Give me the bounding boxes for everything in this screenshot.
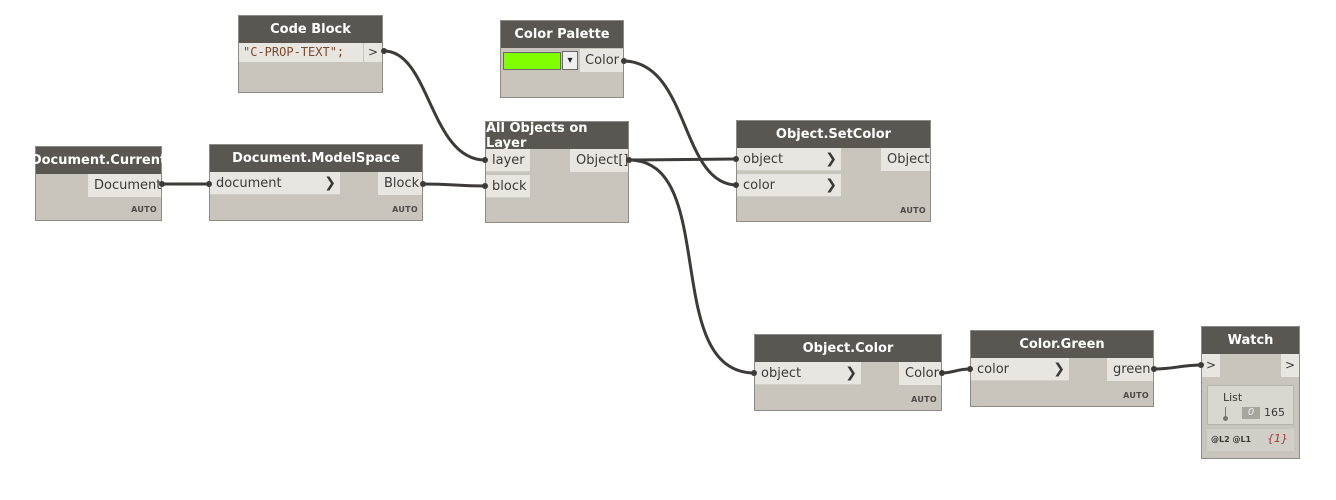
lacing-label: AUTO <box>911 395 937 404</box>
item-count: {1} <box>1267 432 1288 445</box>
input-port[interactable]: > <box>1202 354 1220 377</box>
port-dot[interactable] <box>206 181 212 187</box>
output-port[interactable]: Object <box>881 148 930 171</box>
port-dot[interactable] <box>482 183 488 189</box>
dropdown-glyph: ▾ <box>567 55 573 66</box>
output-port[interactable]: Document <box>88 174 161 197</box>
dropdown-arrow-icon[interactable]: ▾ <box>562 51 578 70</box>
list-index-badge: 0 <box>1242 407 1260 419</box>
node-title: All Objects on Layer <box>486 121 628 151</box>
output-label: green <box>1113 362 1151 377</box>
output-label: Color <box>585 53 619 68</box>
port-dot[interactable] <box>967 366 973 372</box>
output-label: Document <box>94 178 162 193</box>
input-port-color[interactable]: color ❯ <box>737 174 841 197</box>
output-port[interactable]: Color <box>580 49 623 72</box>
all-objects-on-layer-node[interactable]: All Objects on Layer layer block Object[… <box>485 121 629 223</box>
output-label: Object[] <box>576 153 629 168</box>
color-palette-node[interactable]: Color Palette ▾ Color <box>500 20 624 98</box>
wire-codeblock-to-layer <box>382 49 487 162</box>
chevron-right-icon: ❯ <box>825 177 837 193</box>
port-dot[interactable] <box>159 181 165 187</box>
chevron-right-icon: ❯ <box>825 151 837 167</box>
tree-node-dot <box>1223 416 1228 421</box>
input-label: object <box>761 366 802 381</box>
wire-objects-to-objectcolor <box>627 158 757 375</box>
lacing-label: AUTO <box>392 205 418 214</box>
color-swatch[interactable] <box>503 52 561 70</box>
list-levels[interactable]: @L2 @L1 <box>1211 435 1252 444</box>
input-port-object[interactable]: object ❯ <box>737 148 841 171</box>
lacing-label: AUTO <box>131 205 157 214</box>
document-current-node[interactable]: Document.Current Document AUTO <box>31 146 166 221</box>
color-green-node[interactable]: Color.Green color ❯ green AUTO <box>970 330 1154 407</box>
output-port-glyph: > <box>367 45 379 59</box>
port-dot[interactable] <box>751 370 757 376</box>
port-dot[interactable] <box>621 58 627 64</box>
output-label: Block <box>384 176 420 191</box>
node-title: Watch <box>1202 327 1299 354</box>
list-label: List <box>1223 391 1243 404</box>
chevron-right-icon: ❯ <box>845 365 857 381</box>
output-port-glyph: > <box>1284 358 1296 372</box>
tree-line <box>1225 407 1226 419</box>
port-dot[interactable] <box>1198 362 1204 368</box>
watch-footer: @L2 @L1 {1} <box>1207 429 1294 451</box>
input-port[interactable]: document ❯ <box>210 172 340 195</box>
port-dot[interactable] <box>1151 366 1157 372</box>
object-setcolor-node[interactable]: Object.SetColor object ❯ color ❯ Object … <box>736 120 931 222</box>
input-label: object <box>743 152 784 167</box>
input-port-layer[interactable]: layer <box>486 149 530 172</box>
port-dot[interactable] <box>626 157 632 163</box>
code-text: "C-PROP-TEXT"; <box>243 45 345 59</box>
port-dot[interactable] <box>420 181 426 187</box>
output-port[interactable]: > <box>364 43 382 62</box>
port-dot[interactable] <box>733 156 739 162</box>
wire-objects-to-setcolor <box>627 157 739 162</box>
input-label: document <box>216 176 282 191</box>
watch-node[interactable]: Watch > > List 0 165 @L2 @L1 {1} <box>1201 326 1300 459</box>
node-title: Document.ModelSpace <box>210 145 422 172</box>
watch-output-panel[interactable]: List 0 165 <box>1207 385 1294 425</box>
output-label: Object <box>887 152 930 167</box>
node-title: Color.Green <box>971 331 1153 358</box>
input-label: color <box>743 178 776 193</box>
node-title: Object.SetColor <box>737 121 930 148</box>
input-label: color <box>977 362 1010 377</box>
output-port[interactable]: green <box>1107 358 1153 381</box>
output-port[interactable]: > <box>1281 354 1299 377</box>
input-label: block <box>492 179 527 194</box>
port-dot[interactable] <box>482 157 488 163</box>
chevron-right-icon: ❯ <box>1053 361 1065 377</box>
chevron-right-icon: ❯ <box>324 175 336 191</box>
node-title: Document.Current <box>31 147 166 174</box>
input-port-glyph: > <box>1205 358 1217 372</box>
node-title: Object.Color <box>755 335 941 362</box>
input-port[interactable]: color ❯ <box>971 358 1069 381</box>
input-port-block[interactable]: block <box>486 175 530 198</box>
input-port[interactable]: object ❯ <box>755 362 861 385</box>
output-port[interactable]: Object[] <box>570 149 628 172</box>
list-value: 165 <box>1264 406 1285 419</box>
wire-green-to-watch <box>1152 363 1205 371</box>
wire-block-to-allobjects <box>421 182 487 188</box>
code-editor[interactable]: "C-PROP-TEXT"; <box>239 43 363 62</box>
code-block-node[interactable]: Code Block "C-PROP-TEXT"; > <box>238 15 383 93</box>
input-label: layer <box>492 153 525 168</box>
node-title: Color Palette <box>501 21 623 48</box>
lacing-label: AUTO <box>900 206 926 215</box>
lacing-label: AUTO <box>1123 391 1149 400</box>
port-dot[interactable] <box>733 182 739 188</box>
document-modelspace-node[interactable]: Document.ModelSpace document ❯ Block AUT… <box>209 144 423 221</box>
port-dot[interactable] <box>381 48 387 54</box>
output-port[interactable]: Block <box>378 172 422 195</box>
port-dot[interactable] <box>939 370 945 376</box>
output-port[interactable]: Color <box>899 362 941 385</box>
node-title: Code Block <box>239 16 382 43</box>
object-color-node[interactable]: Object.Color object ❯ Color AUTO <box>754 334 942 411</box>
output-label: Color <box>905 366 939 381</box>
wire-palette-to-setcolor <box>621 59 739 187</box>
